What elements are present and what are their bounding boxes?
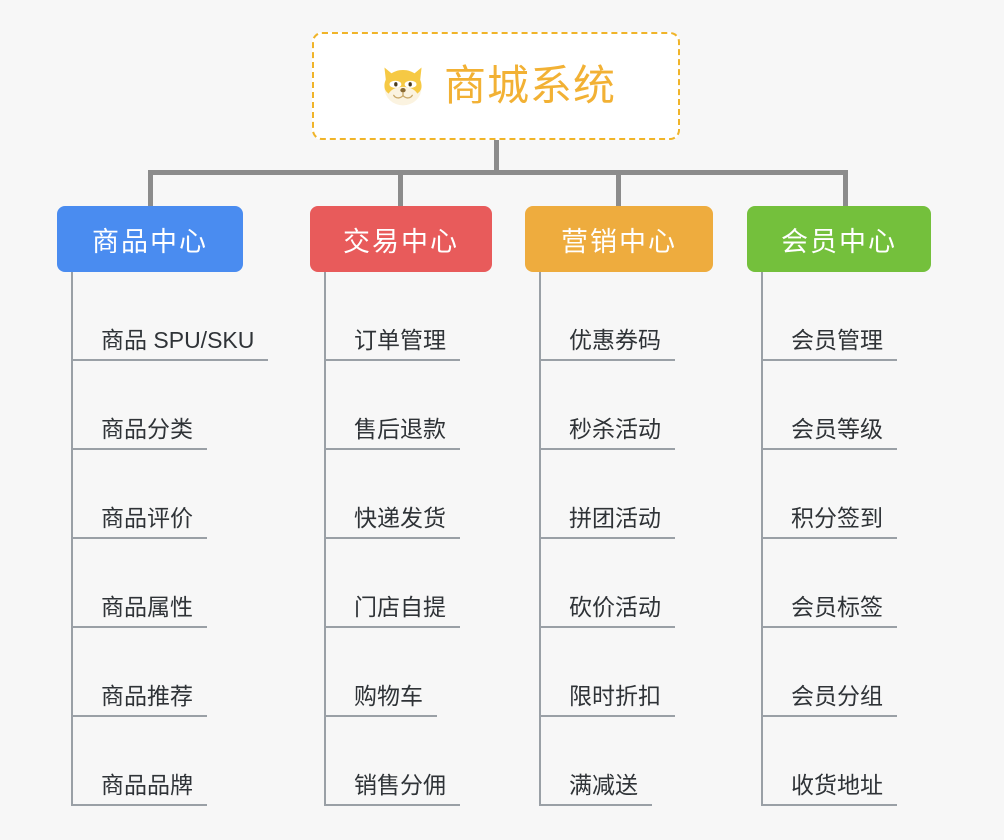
leaf-item-label: 拼团活动 [539, 505, 675, 539]
leaf-item[interactable]: 快递发货 [310, 450, 492, 539]
leaf-item-label: 商品品牌 [71, 772, 207, 806]
leaf-item[interactable]: 商品分类 [57, 361, 243, 450]
leaf-item-label: 限时折扣 [539, 683, 675, 717]
leaf-list-marketing: 优惠券码 秒杀活动 拼团活动 砍价活动 限时折扣 满减送 [525, 272, 713, 806]
leaf-item[interactable]: 满减送 [525, 717, 713, 806]
leaf-item-label: 购物车 [324, 683, 437, 717]
leaf-item-label: 商品 SPU/SKU [71, 327, 269, 361]
leaf-item-label: 会员分组 [761, 683, 897, 717]
leaf-item[interactable]: 商品 SPU/SKU [57, 272, 269, 361]
branch-column-member: 会员中心 会员管理 会员等级 积分签到 会员标签 会员分组 收货地址 [747, 206, 931, 806]
connector-drop-3 [616, 170, 621, 206]
leaf-item[interactable]: 订单管理 [310, 272, 492, 361]
leaf-item[interactable]: 商品属性 [57, 539, 243, 628]
leaf-item[interactable]: 会员管理 [747, 272, 931, 361]
leaf-item-label: 售后退款 [324, 416, 460, 450]
leaf-item[interactable]: 积分签到 [747, 450, 931, 539]
leaf-item-label: 会员等级 [761, 416, 897, 450]
branch-column-marketing: 营销中心 优惠券码 秒杀活动 拼团活动 砍价活动 限时折扣 满减送 [525, 206, 713, 806]
branch-header-label: 交易中心 [343, 226, 459, 257]
branch-column-trade: 交易中心 订单管理 售后退款 快递发货 门店自提 购物车 销售分佣 [310, 206, 492, 806]
leaf-item[interactable]: 会员等级 [747, 361, 931, 450]
leaf-item-label: 会员管理 [761, 327, 897, 361]
leaf-item[interactable]: 门店自提 [310, 539, 492, 628]
leaf-item-label: 商品属性 [71, 594, 207, 628]
leaf-item[interactable]: 砍价活动 [525, 539, 713, 628]
leaf-item-label: 门店自提 [324, 594, 460, 628]
connector-drop-1 [148, 170, 153, 206]
leaf-item[interactable]: 会员标签 [747, 539, 931, 628]
leaf-item[interactable]: 拼团活动 [525, 450, 713, 539]
root-node[interactable]: 商城系统 [312, 32, 680, 140]
leaf-item[interactable]: 购物车 [310, 628, 492, 717]
leaf-item-label: 快递发货 [324, 505, 460, 539]
branch-header-label: 营销中心 [561, 226, 677, 257]
leaf-item[interactable]: 优惠券码 [525, 272, 713, 361]
leaf-item-label: 秒杀活动 [539, 416, 675, 450]
leaf-item-label: 优惠券码 [539, 327, 675, 361]
connector-drop-4 [843, 170, 848, 206]
leaf-item-label: 销售分佣 [324, 772, 460, 806]
leaf-item[interactable]: 收货地址 [747, 717, 931, 806]
leaf-list-member: 会员管理 会员等级 积分签到 会员标签 会员分组 收货地址 [747, 272, 931, 806]
branch-header-marketing[interactable]: 营销中心 [525, 206, 713, 272]
connector-horizontal-bus [148, 170, 848, 175]
leaf-item-label: 商品评价 [71, 505, 207, 539]
branch-header-label: 会员中心 [781, 226, 897, 257]
leaf-item-label: 满减送 [539, 772, 652, 806]
branch-column-product: 商品中心 商品 SPU/SKU 商品分类 商品评价 商品属性 商品推荐 商品品牌 [57, 206, 269, 806]
leaf-item-label: 砍价活动 [539, 594, 675, 628]
leaf-item-label: 会员标签 [761, 594, 897, 628]
leaf-item[interactable]: 售后退款 [310, 361, 492, 450]
branch-header-trade[interactable]: 交易中心 [310, 206, 492, 272]
leaf-list-product: 商品 SPU/SKU 商品分类 商品评价 商品属性 商品推荐 商品品牌 [57, 272, 269, 806]
leaf-item-label: 收货地址 [761, 772, 897, 806]
leaf-item-label: 商品分类 [71, 416, 207, 450]
branch-header-label: 商品中心 [92, 226, 208, 257]
connector-root-stub [494, 140, 499, 172]
leaf-item[interactable]: 会员分组 [747, 628, 931, 717]
branch-header-member[interactable]: 会员中心 [747, 206, 931, 272]
leaf-item[interactable]: 销售分佣 [310, 717, 492, 806]
connector-drop-2 [398, 170, 403, 206]
leaf-list-trade: 订单管理 售后退款 快递发货 门店自提 购物车 销售分佣 [310, 272, 492, 806]
shiba-dog-face-icon [384, 67, 422, 106]
leaf-item-label: 订单管理 [324, 327, 460, 361]
branch-header-product[interactable]: 商品中心 [57, 206, 243, 272]
leaf-item[interactable]: 商品推荐 [57, 628, 243, 717]
leaf-item-label: 商品推荐 [71, 683, 207, 717]
leaf-item[interactable]: 商品品牌 [57, 717, 243, 806]
root-title: 商城系统 [443, 62, 616, 109]
leaf-item[interactable]: 限时折扣 [525, 628, 713, 717]
leaf-item-label: 积分签到 [761, 505, 897, 539]
leaf-item[interactable]: 商品评价 [57, 450, 243, 539]
leaf-item[interactable]: 秒杀活动 [525, 361, 713, 450]
